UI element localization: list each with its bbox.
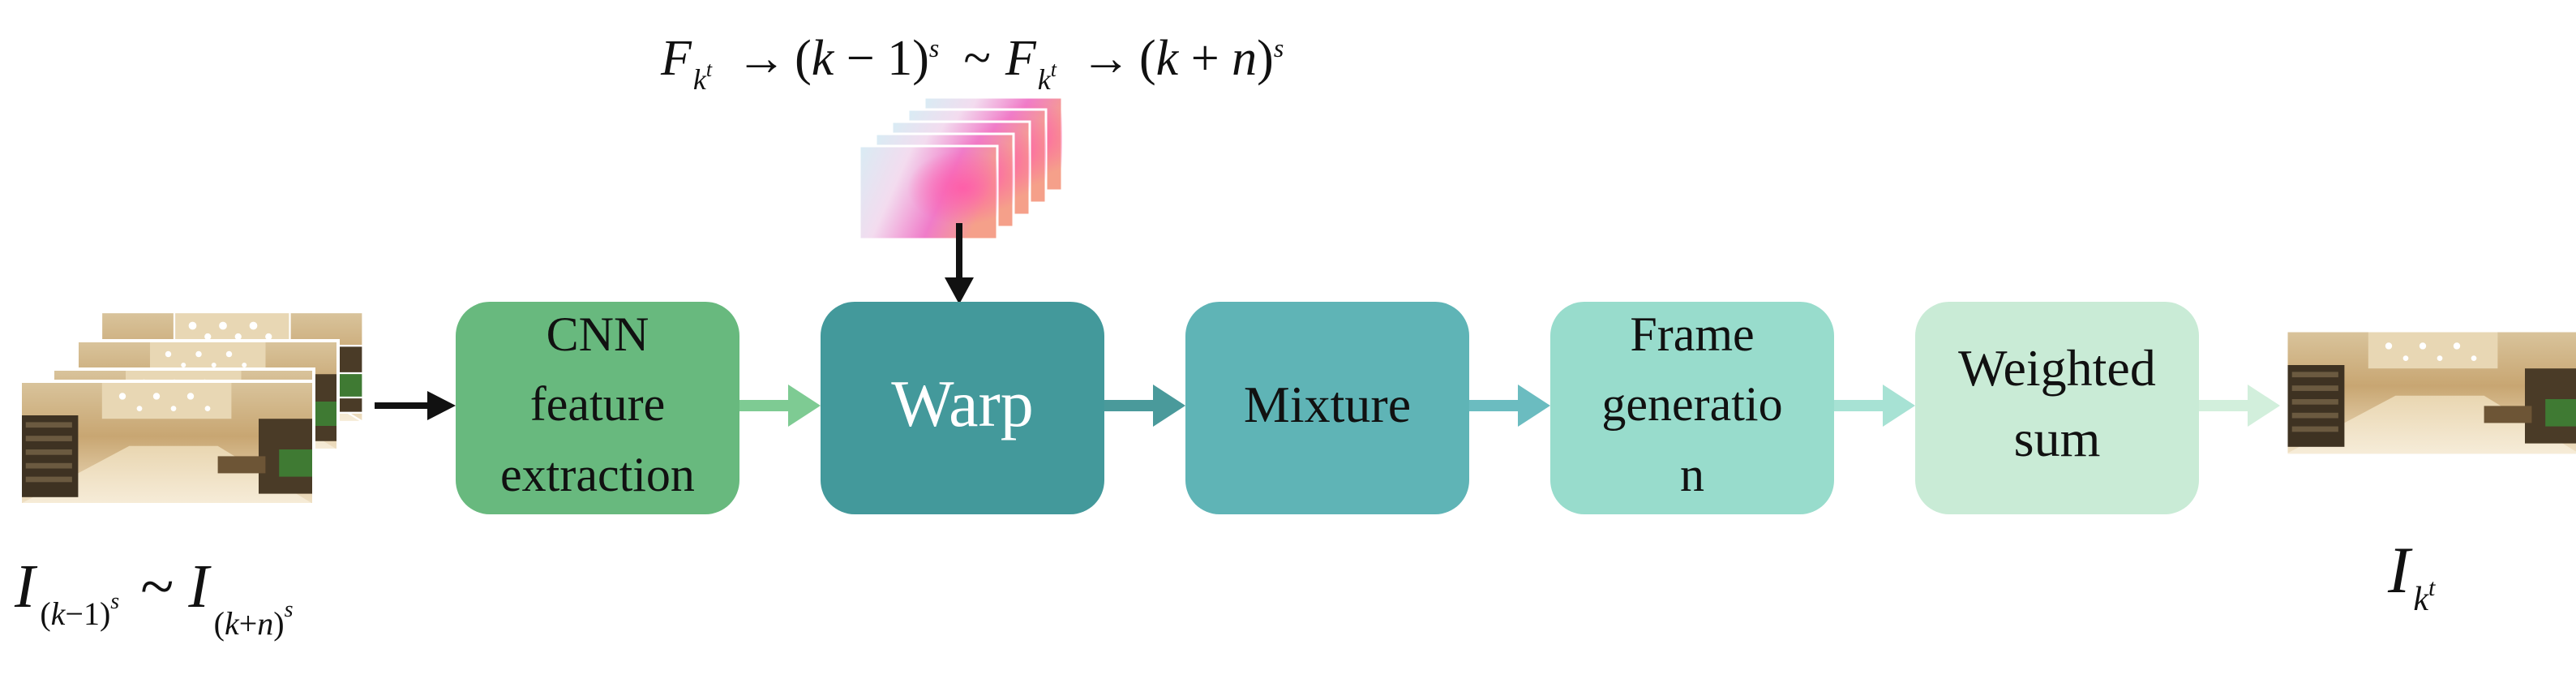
cnn-line-2: feature xyxy=(530,377,666,431)
mixture-stage: Mixture xyxy=(1185,302,1469,514)
frame-line-2: generatio xyxy=(1601,377,1782,431)
weighted-sum-stage: Weighted sum xyxy=(1915,302,2199,514)
flow-to-warp-arrow xyxy=(945,223,974,304)
frame-to-weighted-arrow xyxy=(1834,385,1915,427)
frame-generation-stage: Frame generatio n xyxy=(1550,302,1834,514)
weighted-to-output-arrow xyxy=(2199,385,2280,427)
cnn-line-3: extraction xyxy=(500,448,695,501)
warp-label: Warp xyxy=(891,367,1034,440)
output-frame-image xyxy=(2285,329,2576,483)
cnn-feature-extraction-stage: CNN feature extraction xyxy=(456,302,739,514)
warp-to-mixture-arrow xyxy=(1104,385,1185,427)
warp-stage: Warp xyxy=(821,302,1104,514)
mixture-to-frame-arrow xyxy=(1469,385,1550,427)
weighted-line-2: sum xyxy=(2014,410,2101,467)
output-frame-label: Ikt xyxy=(2387,533,2436,618)
input-to-cnn-arrow xyxy=(375,391,456,420)
weighted-line-1: Weighted xyxy=(1958,339,2156,397)
mixture-label: Mixture xyxy=(1244,376,1411,433)
input-frames-label: I(k−1)s~I(k+n)s xyxy=(14,552,294,642)
input-frames-image-stack xyxy=(19,311,364,509)
cnn-line-1: CNN xyxy=(546,307,649,361)
flow-field-label: Fkt→(k − 1)s~Fkt→(k + n)s xyxy=(660,31,1284,96)
optical-flow-image-stack xyxy=(858,96,1064,241)
cnn-to-warp-arrow xyxy=(739,385,821,427)
frame-line-3: n xyxy=(1680,448,1704,501)
frame-line-1: Frame xyxy=(1630,307,1754,361)
